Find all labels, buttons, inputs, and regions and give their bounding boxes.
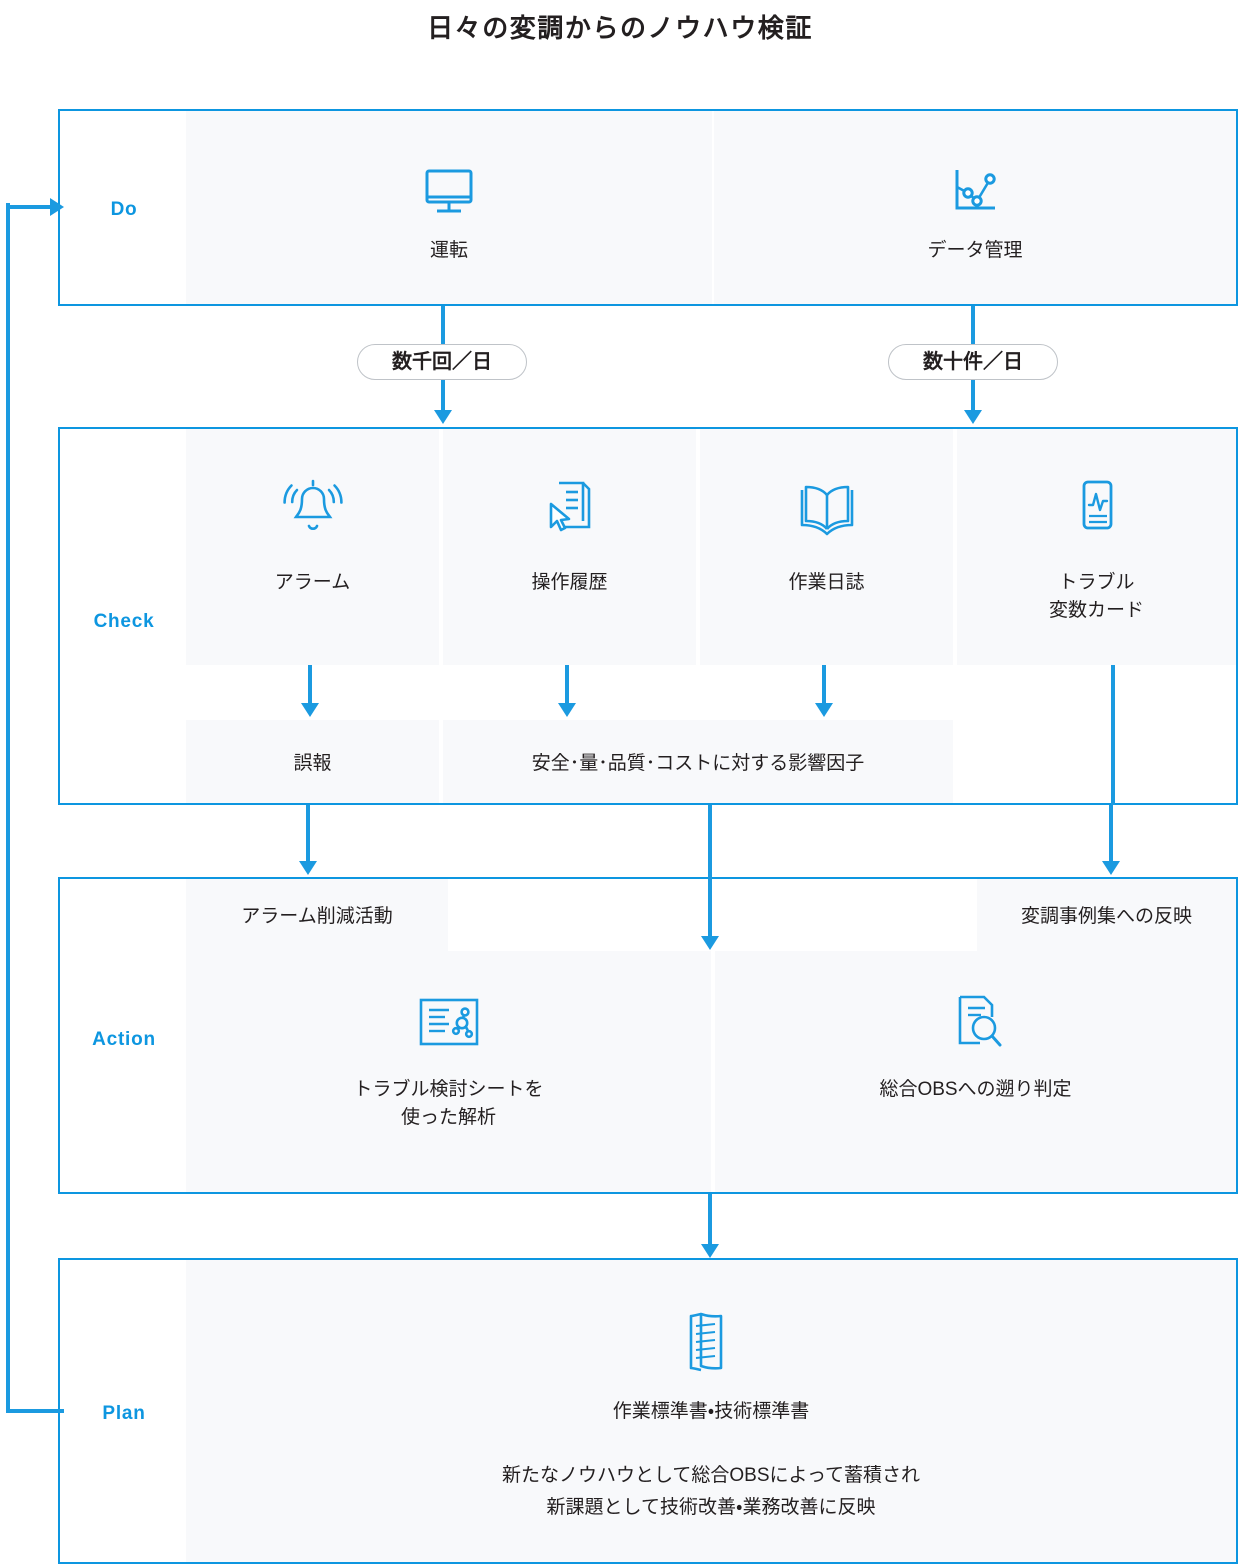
do-cell-data-kanri-label: データ管理 (927, 240, 1023, 261)
arrow-action-to-plan-line (708, 1194, 712, 1246)
arrow-do-to-check-right-head (964, 410, 982, 424)
check-cell-work-log-label: 作業日誌 (788, 572, 865, 593)
feedback-loop-arrowhead (50, 198, 64, 216)
check-cell-operation-history-label: 操作履歴 (531, 572, 608, 593)
check-arrow-ophistory-line (565, 665, 569, 705)
action-cell-obs-retro-label: 総合OBSへの遡り判定 (879, 1079, 1072, 1100)
action-banner-case-collection: 変調事例集への反映 (977, 879, 1236, 951)
phase-check: Check アラーム (58, 427, 1238, 805)
check-arrow-alarm-line (308, 665, 312, 705)
check-cell-trouble-variable-card-label: トラブル 変数カード (957, 569, 1236, 624)
open-book-icon (700, 481, 953, 537)
trouble-card-line2: 変数カード (1048, 599, 1144, 621)
arrow-impact-to-action-head (701, 936, 719, 950)
bell-ringing-icon (186, 477, 439, 539)
document-cursor-icon (443, 477, 696, 539)
standards-document-icon (186, 1308, 1236, 1380)
check-outcome-false-alarm-label: 誤報 (293, 753, 332, 774)
check-arrow-worklog-head (815, 703, 833, 717)
trouble-card-line1: トラブル (1058, 572, 1135, 593)
arrow-impact-to-action-line (708, 805, 712, 938)
feedback-loop-bottom (6, 1409, 64, 1413)
check-cell-alarm-label: アラーム (274, 572, 351, 593)
check-outcome-impact-factors: 安全･量･品質･コストに対する影響因子 (443, 720, 953, 803)
arrow-action-to-plan-head (701, 1244, 719, 1258)
line-chart-icon (714, 163, 1236, 219)
do-cell-unten-label: 運転 (429, 240, 468, 261)
check-arrow-card-passthrough (1111, 665, 1115, 805)
plan-body-line1: 新たなノウハウとして総合OBSによって蓄積され (501, 1465, 921, 1486)
page-title: 日々の変調からのノウハウ検証 (427, 13, 813, 43)
document-search-icon (715, 991, 1236, 1053)
do-cell-data-kanri: データ管理 (714, 111, 1236, 304)
phase-action-label: Action (92, 1029, 156, 1050)
arrow-false-alarm-to-action-line (306, 805, 310, 863)
check-cell-work-log: 作業日誌 (700, 429, 953, 665)
phase-plan: Plan 作業標準書・技術標準書 新たなノウハウとして総合OBSによって蓄積され… (58, 1258, 1238, 1564)
trouble-sheet-line2: 使った解析 (400, 1106, 496, 1128)
check-outcome-impact-factors-label: 安全･量･品質･コストに対する影響因子 (531, 753, 865, 774)
flow-label-tens-per-day: 数十件／日 (888, 344, 1058, 380)
waveform-card-icon (957, 477, 1236, 539)
trouble-sheet-line1: トラブル検討シートを (353, 1079, 544, 1100)
phase-check-label: Check (93, 611, 155, 632)
action-banner-case-collection-label: 変調事例集への反映 (1020, 906, 1192, 927)
plan-heading: 作業標準書・技術標準書 (612, 1401, 810, 1422)
action-cell-trouble-sheet-label: トラブル検討シートを 使った解析 (186, 1076, 711, 1131)
check-cell-alarm: アラーム (186, 429, 439, 665)
feedback-loop-top (6, 205, 52, 209)
action-cell-trouble-sheet: トラブル検討シートを 使った解析 (186, 951, 711, 1192)
plan-body: 新たなノウハウとして総合OBSによって蓄積され 新課題として技術改善・業務改善に… (186, 1460, 1236, 1525)
do-cell-unten: 運転 (186, 111, 712, 304)
arrow-do-to-check-left-head (434, 410, 452, 424)
flow-label-thousands-per-day: 数千回／日 (357, 344, 527, 380)
action-banner-alarm-reduction: アラーム削減活動 (186, 879, 448, 951)
arrow-card-to-action-head (1102, 861, 1120, 875)
analysis-sheet-icon (186, 993, 711, 1051)
check-cell-trouble-variable-card: トラブル 変数カード (957, 429, 1236, 665)
check-arrow-alarm-head (301, 703, 319, 717)
check-outcome-false-alarm: 誤報 (186, 720, 439, 803)
arrow-false-alarm-to-action-head (299, 861, 317, 875)
check-cell-operation-history: 操作履歴 (443, 429, 696, 665)
feedback-loop-vertical (6, 203, 10, 1413)
phase-do-label: Do (110, 199, 138, 220)
action-cell-obs-retro: 総合OBSへの遡り判定 (715, 951, 1236, 1192)
check-arrow-ophistory-head (558, 703, 576, 717)
plan-cell-standards: 作業標準書・技術標準書 新たなノウハウとして総合OBSによって蓄積され 新課題と… (186, 1260, 1236, 1562)
phase-do: Do 運転 (58, 109, 1238, 306)
plan-body-line2: 新課題として技術改善・業務改善に反映 (546, 1497, 876, 1519)
monitor-icon (186, 166, 712, 218)
phase-action: Action アラーム削減活動 変調事例集への反映 (58, 877, 1238, 1194)
check-arrow-worklog-line (822, 665, 826, 705)
arrow-card-to-action-line (1109, 805, 1113, 863)
phase-plan-label: Plan (102, 1403, 146, 1424)
action-banner-alarm-reduction-label: アラーム削減活動 (241, 906, 393, 927)
